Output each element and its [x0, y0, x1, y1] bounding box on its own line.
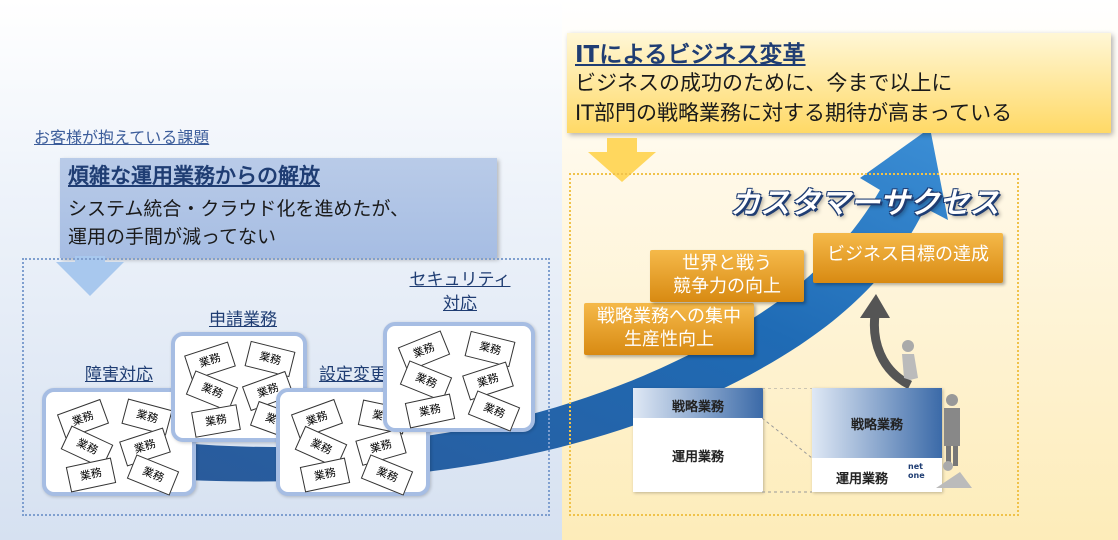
task-tag: 業務 [360, 454, 414, 496]
card-label-request: 申請業務 [209, 310, 277, 330]
card-label-security-line1: セキュリティ [409, 270, 511, 290]
comparison-dashes [762, 388, 813, 493]
task-tag: 業務 [184, 341, 236, 381]
transformation-line2: IT部門の戦略業務に対する期待が高まっている [575, 101, 1013, 125]
transformation-line1: ビジネスの成功のために、今まで以上に [575, 71, 953, 95]
task-area [22, 258, 550, 516]
after-strategic-label: 戦略業務 [850, 418, 903, 433]
card-label-failure: 障害対応 [85, 365, 153, 385]
task-tag: 業務 [467, 390, 521, 432]
after-operational-label: 運用業務 [835, 472, 888, 487]
challenge-line2: 運用の手間が減ってない [68, 226, 277, 248]
task-tag: 業務 [404, 393, 456, 429]
card-label-security: セキュリティ 対応 [385, 268, 535, 316]
person-silhouettes [902, 340, 972, 488]
task-tag: 業務 [464, 330, 516, 368]
card-label-security-line2: 対応 [443, 294, 477, 314]
task-card-security: 業務 業務 業務 業務 業務 業務 [383, 322, 535, 432]
before-strategic-segment [633, 388, 763, 418]
left-down-arrow [56, 262, 124, 296]
before-strategic-label: 戦略業務 [671, 400, 724, 415]
step-productivity: 戦略業務への集中 生産性向上 [584, 303, 754, 355]
step-competitiveness-line2: 競争力の向上 [673, 276, 781, 297]
task-tag: 業務 [244, 340, 296, 378]
transformation-box: ITによるビジネス変革 ビジネスの成功のために、今まで以上に IT部門の戦略業務… [567, 33, 1111, 133]
issue-label: お客様が抱えている課題 [34, 128, 210, 147]
step-productivity-line1: 戦略業務への集中 [597, 306, 741, 327]
curved-up-arrow [860, 294, 913, 390]
challenge-line1: システム統合・クラウド化を進めたが、 [68, 198, 410, 220]
task-tag: 業務 [191, 404, 241, 438]
right-down-arrow-stem [607, 138, 637, 154]
right-down-arrow [588, 152, 656, 182]
customer-success-title: カスタマーサクセス [730, 186, 1000, 221]
step-competitiveness-line1: 世界と戦う [682, 253, 772, 274]
task-tag: 業務 [126, 454, 180, 496]
step-business-goal-line1: ビジネス目標の達成 [827, 244, 989, 265]
challenge-box: 煩雑な運用業務からの解放 システム統合・クラウド化を進めたが、 運用の手間が減っ… [60, 158, 497, 258]
task-tag: 業務 [65, 457, 117, 493]
challenge-title: 煩雑な運用業務からの解放 [68, 164, 320, 188]
step-competitiveness: 世界と戦う 競争力の向上 [650, 250, 804, 302]
after-strategic-segment [812, 388, 942, 458]
netone-logo: net one [908, 462, 925, 480]
transformation-title: ITによるビジネス変革 [575, 42, 806, 68]
step-business-goal: ビジネス目標の達成 [813, 233, 1003, 283]
card-label-config: 設定変更 [319, 365, 387, 385]
before-workload-bar: 戦略業務 運用業務 [633, 388, 763, 492]
success-area [569, 173, 1019, 516]
task-tag: 業務 [299, 457, 351, 493]
after-workload-bar: 戦略業務 運用業務 net one [812, 388, 942, 492]
step-productivity-line2: 生産性向上 [624, 329, 714, 350]
task-card-failure: 業務 業務 業務 業務 業務 業務 [42, 388, 196, 496]
left-down-arrow-stem [75, 256, 105, 266]
task-tag: 業務 [121, 398, 173, 436]
before-operational-label: 運用業務 [671, 450, 724, 465]
